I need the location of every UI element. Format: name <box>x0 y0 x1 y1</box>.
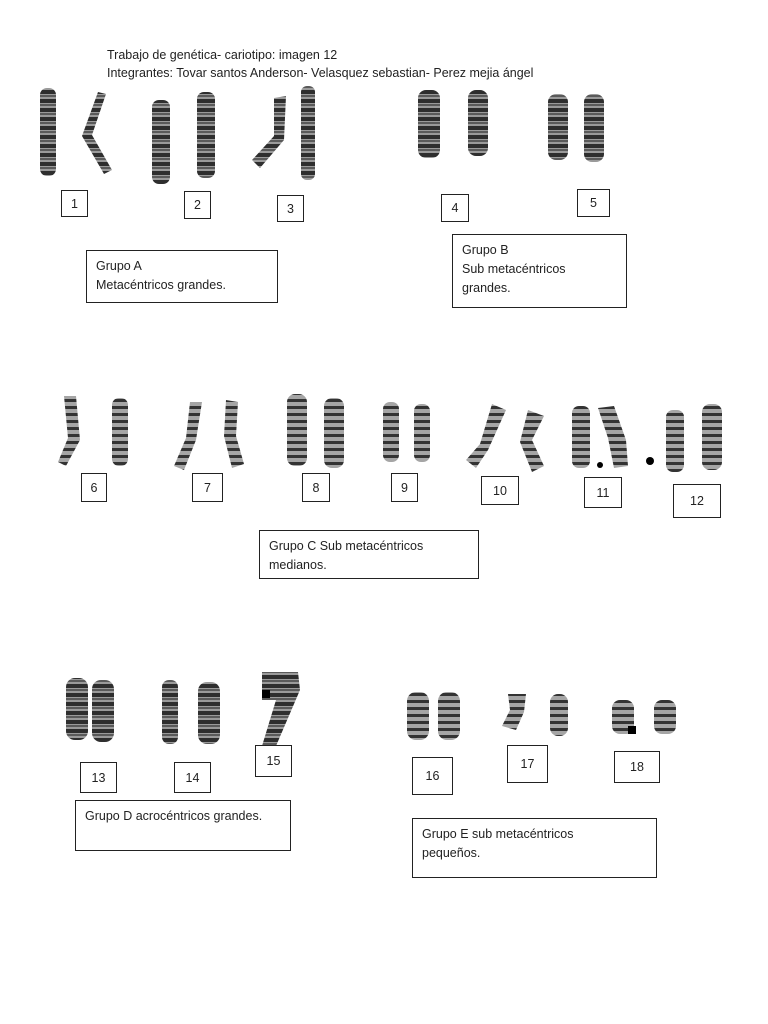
group-b-description-2: grandes. <box>462 281 511 295</box>
chromosome-number-12: 12 <box>673 484 721 518</box>
chromosome-pair-16 <box>407 692 460 740</box>
group-c-box: Grupo C Sub metacéntricos medianos. <box>259 530 479 579</box>
chromosome-number-16: 16 <box>412 757 453 795</box>
header-members: Integrantes: Tovar santos Anderson- Vela… <box>107 66 534 80</box>
group-d-title: Grupo D acrocéntricos grandes. <box>85 809 263 823</box>
chromosome-pair-2 <box>152 92 215 184</box>
chromosome-pair-9 <box>383 402 430 462</box>
group-c-description: medianos. <box>269 558 327 572</box>
chromosome-number-13: 13 <box>80 762 117 793</box>
group-d-box: Grupo D acrocéntricos grandes. <box>75 800 291 851</box>
chromosome-pair-7 <box>174 400 244 470</box>
chromosome-pair-12 <box>646 404 722 472</box>
chromosome-pair-13 <box>66 678 114 742</box>
chromosome-pair-11 <box>572 406 628 468</box>
chromosome-number-8: 8 <box>302 473 330 502</box>
group-c-title: Grupo C Sub metacéntricos <box>269 539 424 553</box>
chromosome-number-15: 15 <box>255 745 292 777</box>
chromosome-pair-10 <box>466 404 544 472</box>
chromosome-pair-6 <box>58 396 128 466</box>
group-a-title: Grupo A <box>96 259 142 273</box>
chromosome-pair-17 <box>502 694 568 736</box>
group-b-box: Grupo B Sub metacéntricos grandes. <box>452 234 627 308</box>
chromosome-pair-1 <box>40 88 112 176</box>
chromosome-number-2: 2 <box>184 191 211 219</box>
header-title: Trabajo de genética- cariotipo: imagen 1… <box>107 48 338 62</box>
group-e-description: pequeños. <box>422 846 481 860</box>
group-a-box: Grupo A Metacéntricos grandes. <box>86 250 278 303</box>
chromosome-number-1: 1 <box>61 190 88 217</box>
chromosome-number-9: 9 <box>391 473 418 502</box>
chromosome-number-6: 6 <box>81 473 107 502</box>
chromosome-number-3: 3 <box>277 195 304 222</box>
chromosome-pair-18 <box>612 700 676 734</box>
chromosome-pair-4 <box>418 90 488 158</box>
chromosome-number-11: 11 <box>584 477 622 508</box>
chromosome-number-10: 10 <box>481 476 519 505</box>
chromosome-number-14: 14 <box>174 762 211 793</box>
group-b-title: Grupo B <box>462 243 509 257</box>
chromosome-pair-15 <box>262 672 300 746</box>
group-e-box: Grupo E sub metacéntricos pequeños. <box>412 818 657 878</box>
chromosome-number-7: 7 <box>192 473 223 502</box>
chromosome-number-17: 17 <box>507 745 548 783</box>
group-a-description: Metacéntricos grandes. <box>96 278 226 292</box>
group-e-title: Grupo E sub metacéntricos <box>422 827 574 841</box>
chromosome-pair-8 <box>287 394 344 468</box>
chromosome-pair-14 <box>162 680 220 744</box>
chromosome-number-5: 5 <box>577 189 610 217</box>
chromosome-pair-5 <box>548 94 604 162</box>
chromosome-number-18: 18 <box>614 751 660 783</box>
document-header: Trabajo de genética- cariotipo: imagen 1… <box>107 46 533 82</box>
group-b-description: Sub metacéntricos <box>462 262 566 276</box>
chromosome-number-4: 4 <box>441 194 469 222</box>
chromosome-pair-3 <box>252 86 315 180</box>
